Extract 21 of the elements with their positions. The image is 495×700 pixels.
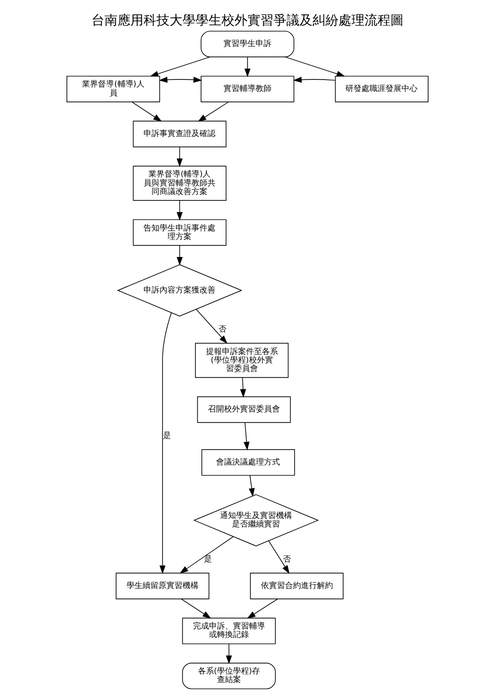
arrow xyxy=(180,536,234,574)
arrow xyxy=(176,245,183,266)
arrow xyxy=(244,422,250,450)
arrow xyxy=(196,308,228,344)
arrow xyxy=(248,475,255,497)
arrow xyxy=(293,76,336,83)
arrow xyxy=(150,56,210,77)
arrow xyxy=(176,200,183,221)
arrow xyxy=(268,540,290,574)
arrow xyxy=(284,56,346,77)
arrow xyxy=(132,102,162,122)
arrow xyxy=(158,76,202,83)
arrow xyxy=(246,598,278,619)
arrow xyxy=(198,102,229,122)
arrow xyxy=(244,56,250,78)
arrow xyxy=(160,312,172,574)
arrow xyxy=(240,377,246,398)
diagram-title: 台南應用科技大學學生校外實習爭議及糾紛處理流程圖 xyxy=(92,13,404,28)
arrow xyxy=(176,146,183,168)
arrow xyxy=(181,598,212,619)
arrow xyxy=(226,644,232,664)
